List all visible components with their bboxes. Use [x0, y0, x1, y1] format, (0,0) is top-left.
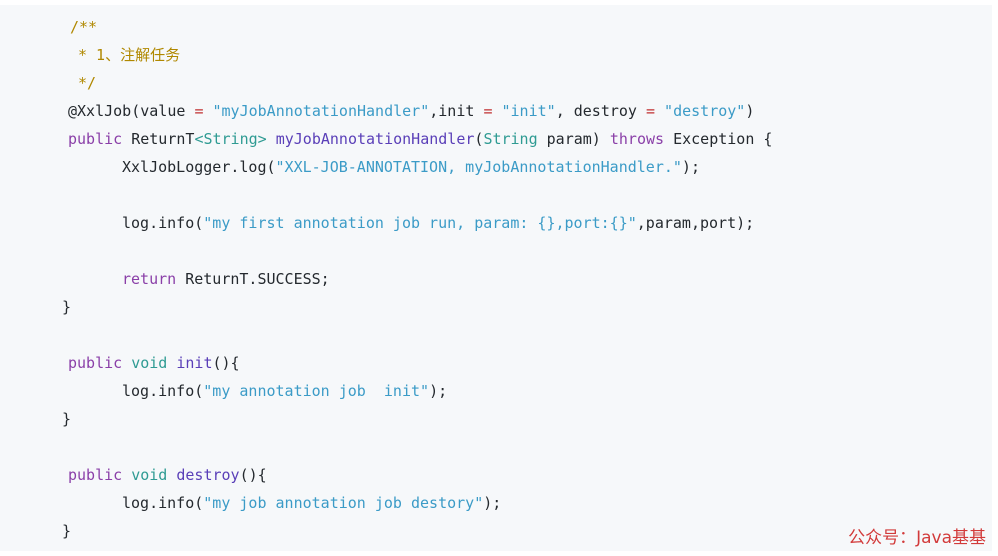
code-line: log.info("my annotation job init");	[122, 377, 447, 405]
code-line: return ReturnT.SUCCESS;	[122, 265, 330, 293]
code-token: ReturnT	[122, 130, 195, 148]
code-token: }	[62, 522, 72, 540]
code-token	[122, 466, 131, 484]
code-token: , destroy	[555, 102, 646, 120]
code-token: );	[681, 158, 700, 176]
code-token: void	[131, 466, 168, 484]
watermark-text: 公众号：Java基基	[848, 528, 986, 548]
code-token: Exception {	[664, 130, 773, 148]
code-token: log.info(	[122, 382, 204, 400]
code-line: }	[62, 293, 71, 321]
code-line: public ReturnT<String> myJobAnnotationHa…	[68, 125, 772, 153]
code-line: /**	[70, 13, 97, 41]
code-token: return	[122, 270, 177, 288]
code-token: "myJobAnnotationHandler"	[203, 102, 430, 120]
code-token: "init"	[492, 102, 556, 120]
code-token: throws	[609, 130, 665, 148]
code-token: )	[745, 102, 755, 120]
code-token: myJobAnnotationHandler	[266, 130, 475, 148]
code-token: (){	[239, 466, 267, 484]
code-line: }	[62, 517, 71, 545]
code-token: init	[167, 354, 213, 372]
code-token: =	[194, 102, 204, 120]
code-token: log.info(	[122, 494, 204, 512]
code-token: "my job annotation job destory"	[203, 494, 484, 512]
code-token: String	[483, 130, 538, 148]
code-token: "my first annotation job run, param: {},…	[203, 214, 637, 232]
code-token	[122, 354, 131, 372]
code-token: );	[483, 494, 502, 512]
code-token: param)	[537, 130, 610, 148]
code-area: /** * 1、注解任务 */ @XxlJob(value = "myJobAnnot…	[0, 5, 992, 551]
code-token: */	[78, 74, 97, 92]
code-token: }	[62, 410, 72, 428]
code-block: /** * 1、注解任务 */ @XxlJob(value = "myJobAnnot…	[0, 5, 992, 551]
code-token: @XxlJob(value	[68, 102, 195, 120]
code-line: */	[78, 69, 96, 97]
code-token: public	[68, 130, 123, 148]
code-token: }	[62, 298, 72, 316]
code-line: public void destroy(){	[68, 461, 267, 489]
code-token: ,init	[429, 102, 484, 120]
code-line: XxlJobLogger.log("XXL-JOB-ANNOTATION, my…	[122, 153, 700, 181]
code-token: /**	[70, 18, 98, 36]
code-token: destroy	[167, 466, 240, 484]
code-token: ,param,port);	[636, 214, 755, 232]
code-token: <String>	[194, 130, 267, 148]
code-token: "my annotation job init"	[203, 382, 430, 400]
code-line: log.info("my first annotation job run, p…	[122, 209, 754, 237]
code-token: public	[68, 354, 123, 372]
code-token: void	[131, 354, 168, 372]
code-token: (	[474, 130, 484, 148]
code-token: * 1、注解任务	[78, 46, 181, 64]
code-token: XxlJobLogger.log(	[122, 158, 276, 176]
code-line: @XxlJob(value = "myJobAnnotationHandler"…	[68, 97, 754, 125]
code-token: "XXL-JOB-ANNOTATION, myJobAnnotationHand…	[275, 158, 682, 176]
code-line: public void init(){	[68, 349, 240, 377]
code-line: }	[62, 405, 71, 433]
code-token: ReturnT.SUCCESS;	[176, 270, 330, 288]
code-token: );	[429, 382, 448, 400]
code-token: log.info(	[122, 214, 204, 232]
code-line: * 1、注解任务	[78, 41, 180, 69]
code-token: =	[646, 102, 656, 120]
code-token: public	[68, 466, 123, 484]
code-token: "destroy"	[655, 102, 746, 120]
code-token: =	[483, 102, 493, 120]
code-line: log.info("my job annotation job destory"…	[122, 489, 501, 517]
code-token: (){	[212, 354, 240, 372]
